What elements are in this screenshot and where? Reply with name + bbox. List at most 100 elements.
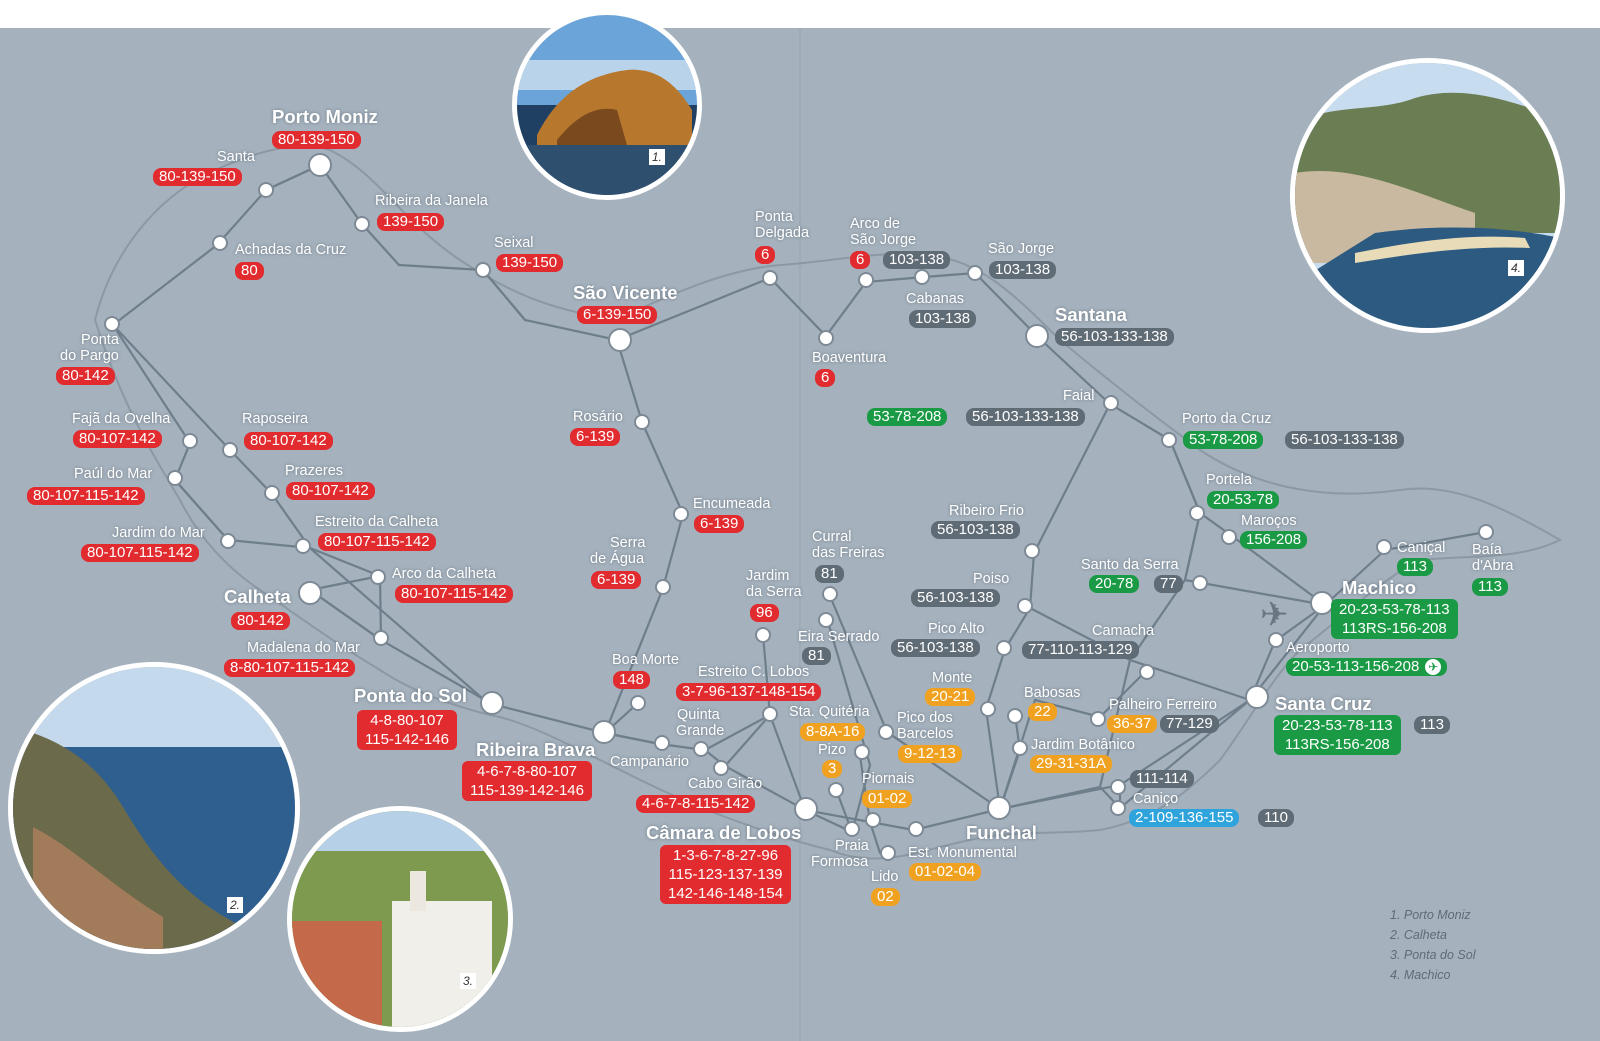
stop-arco-da-calheta[interactable] [370,569,386,585]
route-machico-line-1: 20-23-53-78-113 [1339,601,1450,618]
place-sta-quiteria: Sta. Quitéria [789,704,870,720]
route-seixal: 139-150 [496,254,564,272]
place-pico-dos-barcelos-2: Barcelos [897,726,954,742]
stop-eira-serrado[interactable] [818,612,834,628]
place-baia-dabra-1: Baía [1472,542,1502,558]
stop-piornais[interactable] [828,782,844,798]
route-sao-vicente: 6-139-150 [577,306,658,324]
stop-arco-de-sao-jorge[interactable] [858,272,874,288]
stop-sao-jorge[interactable] [967,265,983,281]
stop-prazeres[interactable] [264,485,280,501]
place-sao-jorge: São Jorge [988,241,1055,257]
photo-porto-moniz: 1. [512,10,702,200]
stop-sao-vicente[interactable] [608,328,632,352]
stop-babosas[interactable] [1007,708,1023,724]
stop-santana[interactable] [1025,324,1049,348]
stop-porto-da-cruz[interactable] [1161,432,1177,448]
stop-baia-dabra[interactable] [1478,524,1494,540]
stop-achadas-da-cruz[interactable] [212,235,228,251]
route-santana: 56-103-133-138 [1055,328,1174,346]
place-piornais: Piornais [862,771,915,787]
place-camacha: Camacha [1092,623,1155,639]
stop-santo-da-serra[interactable] [1192,575,1208,591]
stop-santa[interactable] [258,182,274,198]
route-cabanas: 103-138 [909,310,977,328]
stop-lido[interactable] [880,845,896,861]
stop-pizo[interactable] [854,744,870,760]
stop-boa-morte[interactable] [630,695,646,711]
route-babosas: 22 [1028,703,1057,721]
stop-estreito-da-calheta[interactable] [295,538,311,554]
stop-madalena-do-mar[interactable] [373,630,389,646]
route-machico-line-2: 113RS-156-208 [1341,620,1447,637]
route-jardim-do-mar: 80-107-115-142 [81,544,199,562]
stop-raposeira[interactable] [222,442,238,458]
route-poiso: 56-103-138 [911,589,1000,607]
stop-jardim-botanico[interactable] [1012,740,1028,756]
place-sao-vicente: São Vicente [573,282,678,303]
stop-quinta-grande[interactable] [693,741,709,757]
stop-calheta[interactable] [298,581,322,605]
stop-camacha[interactable] [1139,664,1155,680]
stop-ponta-delgada[interactable] [762,270,778,286]
stop-curral-das-freiras[interactable] [822,586,838,602]
photo-legend: 1. Porto Moniz 2. Calheta 3. Ponta do So… [1390,905,1475,985]
stop-ponta-do-sol[interactable] [480,691,504,715]
stop-funchal[interactable] [987,796,1011,820]
stop-ribeiro-frio[interactable] [1024,543,1040,559]
place-ponta-delgada-2: Delgada [755,225,810,241]
route-estreito-da-calheta: 80-107-115-142 [318,533,436,551]
stop-est-monumental[interactable] [865,812,881,828]
stop-boaventura[interactable] [818,330,834,346]
stop-marocos[interactable] [1221,529,1237,545]
route-baia-dabra: 113 [1472,578,1508,596]
photo-machico: 4. [1290,58,1565,333]
stop-pico-alto[interactable] [996,640,1012,656]
stop-sta-quiteria[interactable] [878,724,894,740]
stop-cabo-girao[interactable] [713,760,729,776]
place-ribeira-da-janela: Ribeira da Janela [375,193,488,209]
stop-paul-do-mar[interactable] [167,470,183,486]
stop-ribeira-da-janela[interactable] [354,216,370,232]
stop-seixal[interactable] [475,262,491,278]
place-encumeada: Encumeada [693,496,771,512]
route-santo-da-serra-gray: 77 [1154,575,1183,593]
stop-ponta-do-pargo[interactable] [104,316,120,332]
stop-canical[interactable] [1376,539,1392,555]
route-estreito-c-lobos: 3-7-96-137-148-154 [676,683,822,701]
place-eira-serrado: Eira Serrado [798,629,880,645]
stop-portela[interactable] [1189,505,1205,521]
stop-serra-de-agua[interactable] [655,579,671,595]
stop-canico-1[interactable] [1110,779,1126,795]
stop-palheiro-ferreiro[interactable] [1090,711,1106,727]
route-curral-das-freiras: 81 [815,565,844,583]
stop-aeroporto[interactable] [1268,632,1284,648]
stop-estreito-c-lobos[interactable] [762,706,778,722]
place-boa-morte: Boa Morte [612,652,679,668]
route-paul-do-mar: 80-107-115-142 [27,487,145,505]
stop-jardim-da-serra[interactable] [755,627,771,643]
airplane-icon: ✈ [1260,596,1289,634]
place-aeroporto: Aeroporto [1286,640,1350,656]
stop-rosario[interactable] [634,414,650,430]
stop-faial[interactable] [1103,395,1119,411]
stop-est-monumental-2[interactable] [908,821,924,837]
route-santo-da-serra-green: 20-78 [1089,575,1140,593]
stop-jardim-do-mar[interactable] [220,533,236,549]
route-machico: 20-23-53-78-113 113RS-156-208 [1331,599,1458,639]
stop-campanario[interactable] [654,735,670,751]
stop-canico[interactable] [1110,800,1126,816]
place-achadas-da-cruz: Achadas da Cruz [235,242,347,258]
stop-porto-moniz[interactable] [308,153,332,177]
stop-ribeira-brava[interactable] [592,720,616,744]
stop-santa-cruz[interactable] [1245,685,1269,709]
stop-faja-da-ovelha[interactable] [182,433,198,449]
stop-monte[interactable] [980,701,996,717]
place-santa-cruz: Santa Cruz [1275,693,1372,714]
stop-encumeada[interactable] [673,506,689,522]
route-prazeres: 80-107-142 [286,482,375,500]
stop-poiso[interactable] [1017,598,1033,614]
stop-cabanas[interactable] [914,269,930,285]
stop-camara-de-lobos[interactable] [794,797,818,821]
stop-praia-formosa[interactable] [844,821,860,837]
